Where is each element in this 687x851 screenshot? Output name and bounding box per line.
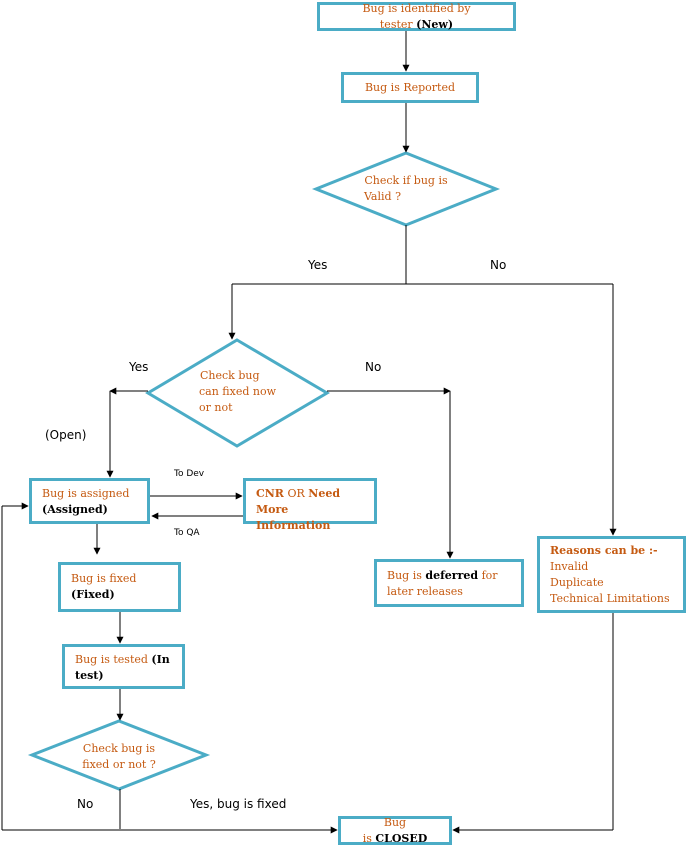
tested-status-1: (In — [151, 653, 170, 666]
closed-pre: Bug is — [362, 815, 407, 845]
label-to-qa: To QA — [174, 528, 200, 538]
can-fix-line2: can fixed now — [199, 385, 277, 398]
diamond-check-can-fix — [145, 338, 330, 448]
can-fix-diamond-text: Check bug can fixed now or not — [182, 368, 292, 416]
cnr-need: Need — [308, 487, 341, 500]
reason-invalid: Invalid — [550, 560, 589, 573]
valid-diamond-text: Check if bug is Valid ? — [346, 173, 466, 205]
cnr-or: OR — [287, 487, 305, 500]
valid-line1: Check if bug is — [364, 174, 448, 187]
tested-status-2: test) — [75, 669, 104, 682]
identified-text: Bug is identified by tester — [362, 1, 471, 31]
box-bug-reported: Bug is Reported — [341, 72, 479, 103]
box-bug-closed: Bug is CLOSED — [338, 816, 452, 845]
deferred-line2: later releases — [387, 585, 463, 598]
connectors — [1, 30, 617, 834]
closed-status: CLOSED — [375, 831, 428, 845]
check-fixed-line1: Check bug is — [82, 742, 156, 755]
box-reasons: Reasons can be :- Invalid Duplicate Tech… — [537, 536, 686, 613]
label-no-fix: No — [365, 360, 382, 374]
box-bug-identified: Bug is identified by tester (New) — [317, 2, 516, 31]
cnr-more-info: More Information — [256, 503, 331, 532]
label-open: (Open) — [45, 428, 87, 442]
can-fix-line1: Check bug — [200, 369, 260, 382]
reason-technical-limitations: Technical Limitations — [550, 592, 670, 605]
diamond-check-fixed — [27, 719, 211, 791]
box-bug-fixed: Bug is fixed (Fixed) — [58, 562, 181, 612]
reason-duplicate: Duplicate — [550, 576, 604, 589]
deferred-status: deferred — [425, 569, 479, 582]
assigned-text: Bug is assigned — [42, 487, 130, 500]
can-fix-line3: or not — [199, 401, 233, 414]
label-no-valid: No — [490, 258, 507, 272]
reported-text: Bug is Reported — [364, 80, 456, 94]
identified-status: (New) — [416, 17, 454, 31]
fixed-status: (Fixed) — [71, 588, 115, 601]
valid-line2: Valid ? — [364, 190, 401, 203]
check-fixed-diamond-text: Check bug is fixed or not ? — [64, 741, 174, 773]
assigned-status: (Assigned) — [42, 503, 108, 516]
cnr-label: CNR — [256, 487, 284, 500]
deferred-pre: Bug is — [387, 569, 422, 582]
reasons-title: Reasons can be :- — [550, 544, 658, 557]
box-cnr-need-info: CNR OR Need More Information — [243, 478, 377, 532]
deferred-post: for — [481, 569, 498, 582]
label-to-dev: To Dev — [174, 469, 205, 479]
box-bug-deferred: Bug is deferred for later releases — [374, 559, 524, 607]
label-yes-fix: Yes — [129, 360, 149, 374]
fixed-text: Bug is fixed — [71, 572, 137, 585]
box-bug-tested: Bug is tested (In test) — [62, 644, 185, 689]
tested-text: Bug is tested — [75, 653, 148, 666]
box-bug-assigned: Bug is assigned (Assigned) — [29, 478, 150, 524]
label-yes-fixed: Yes, bug is fixed — [190, 797, 287, 811]
label-yes-valid: Yes — [308, 258, 328, 272]
check-fixed-line2: fixed or not ? — [82, 758, 156, 771]
label-no-retest: No — [77, 797, 94, 811]
